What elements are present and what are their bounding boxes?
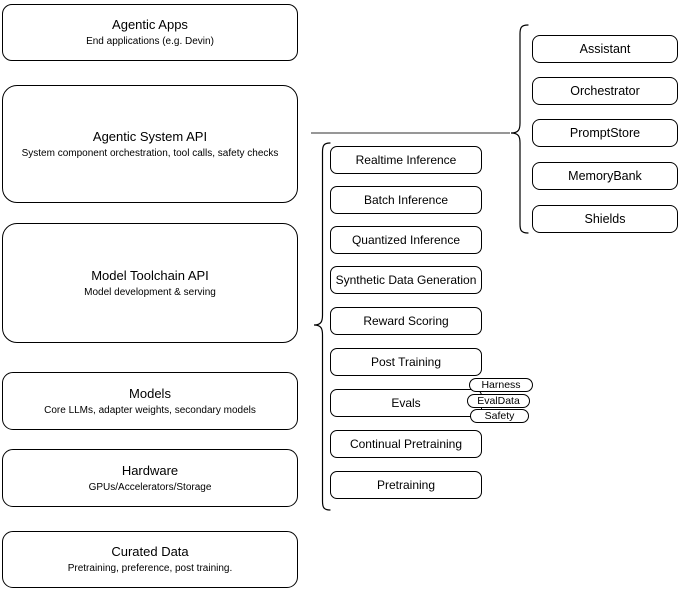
node-synthetic-data-generation: Synthetic Data Generation — [330, 266, 482, 294]
node-realtime-inference: Realtime Inference — [330, 146, 482, 174]
node-promptstore: PromptStore — [532, 119, 678, 147]
node-quantized-inference: Quantized Inference — [330, 226, 482, 254]
box-subtitle: Model development & serving — [84, 286, 216, 298]
node-label: Evals — [391, 396, 421, 410]
box-agentic-apps: Agentic Apps End applications (e.g. Devi… — [2, 4, 298, 61]
box-model-toolchain-api: Model Toolchain API Model development & … — [2, 223, 298, 343]
node-label: Synthetic Data Generation — [335, 273, 477, 287]
node-shields: Shields — [532, 205, 678, 233]
box-curated-data: Curated Data Pretraining, preference, po… — [2, 531, 298, 588]
node-label: Orchestrator — [570, 84, 640, 98]
box-title: Agentic System API — [92, 128, 208, 144]
node-evals: Evals — [330, 389, 482, 417]
tag-label: Safety — [484, 410, 515, 422]
node-label: Batch Inference — [363, 193, 449, 207]
box-agentic-system-api: Agentic System API System component orch… — [2, 85, 298, 203]
node-post-training: Post Training — [330, 348, 482, 376]
node-batch-inference: Batch Inference — [330, 186, 482, 214]
tag-harness: Harness — [469, 378, 533, 392]
box-subtitle: Pretraining, preference, post training. — [67, 563, 233, 574]
box-title: Agentic Apps — [112, 17, 188, 32]
node-label: Reward Scoring — [363, 314, 449, 328]
box-subtitle: Core LLMs, adapter weights, secondary mo… — [44, 404, 256, 416]
node-label: Quantized Inference — [351, 233, 461, 247]
box-subtitle: End applications (e.g. Devin) — [86, 36, 214, 47]
tag-evaldata: EvalData — [467, 394, 530, 408]
node-label: Continual Pretraining — [349, 437, 463, 451]
node-label: MemoryBank — [568, 169, 642, 183]
node-continual-pretraining: Continual Pretraining — [330, 430, 482, 458]
tag-label: EvalData — [477, 395, 520, 407]
box-models: Models Core LLMs, adapter weights, secon… — [2, 372, 298, 430]
box-title: Models — [129, 385, 171, 401]
box-hardware: Hardware GPUs/Accelerators/Storage — [2, 449, 298, 507]
box-title: Model Toolchain API — [91, 267, 209, 283]
node-label: Realtime Inference — [355, 153, 457, 167]
node-reward-scoring: Reward Scoring — [330, 307, 482, 335]
node-label: PromptStore — [569, 126, 641, 140]
box-title: Curated Data — [111, 544, 189, 559]
node-memorybank: MemoryBank — [532, 162, 678, 190]
toolchain-components-brace — [313, 142, 331, 511]
node-label: Pretraining — [376, 478, 436, 492]
node-label: Post Training — [370, 355, 442, 369]
node-orchestrator: Orchestrator — [532, 77, 678, 105]
tag-label: Harness — [481, 379, 521, 391]
system-components-brace — [510, 24, 529, 234]
box-title: Hardware — [121, 462, 179, 478]
box-subtitle: GPUs/Accelerators/Storage — [88, 481, 212, 493]
node-assistant: Assistant — [532, 35, 678, 63]
node-label: Shields — [584, 212, 626, 226]
tag-safety: Safety — [470, 409, 529, 423]
node-label: Assistant — [579, 42, 631, 56]
box-subtitle: System component orchestration, tool cal… — [21, 147, 279, 159]
node-pretraining: Pretraining — [330, 471, 482, 499]
